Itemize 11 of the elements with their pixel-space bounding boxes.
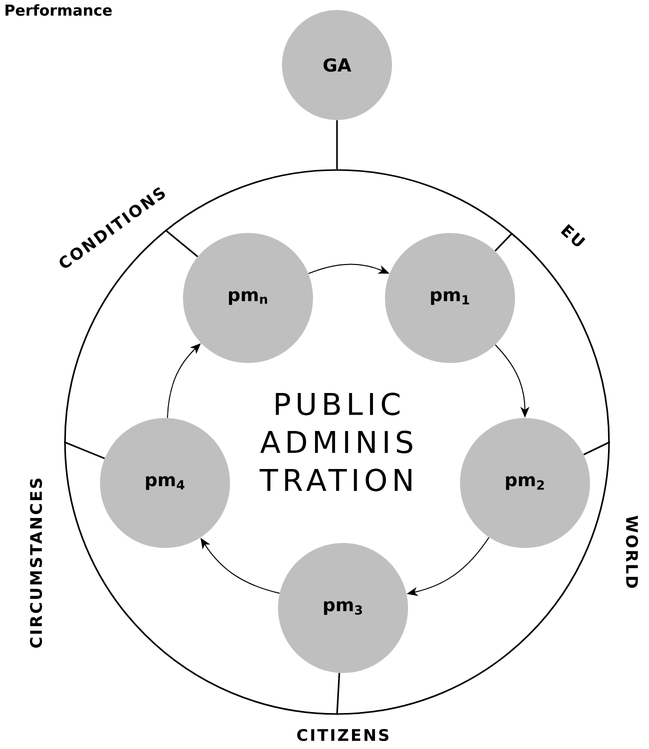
ring-label: CITIZENS — [297, 728, 388, 742]
ring-label: WORLD — [626, 516, 638, 588]
title: Performance — [6, 4, 112, 16]
connector-line — [164, 229, 198, 258]
ring-label: CIRCUMSTANCES — [30, 478, 42, 648]
ring-label: EU — [560, 224, 586, 246]
connector-line — [583, 441, 610, 456]
connector-line — [64, 441, 105, 460]
connector-line — [336, 120, 338, 170]
connector-line — [494, 232, 513, 252]
connector-line — [336, 673, 340, 715]
